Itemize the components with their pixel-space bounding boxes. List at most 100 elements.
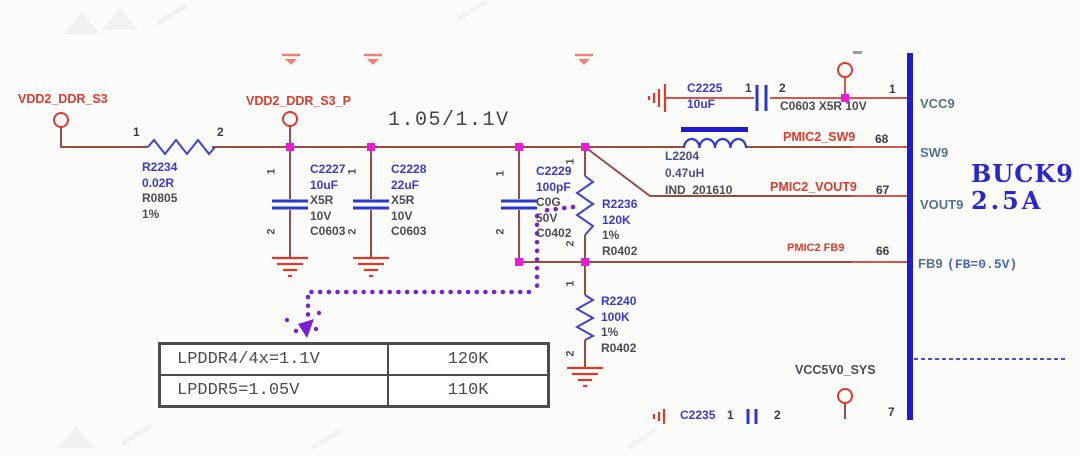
refdes: C2227: [310, 162, 346, 176]
ic-block-name: BUCK9: [971, 159, 1074, 188]
dielectric: X5R: [391, 193, 415, 207]
pin-number: 2: [564, 240, 577, 247]
resistor-symbol-r2236: [575, 175, 595, 236]
net-label-pmic2-fb9: PMIC2 FB9: [787, 242, 845, 254]
refdes: L2204: [665, 149, 700, 163]
pin-number: 1: [564, 158, 577, 165]
watermark: [58, 426, 94, 448]
package: R0402: [602, 243, 638, 258]
ic-pin-number-sw9: 68: [875, 132, 889, 146]
dielectric: X5R: [310, 193, 334, 207]
pin-number: 2: [494, 228, 507, 235]
pin-number: 2: [564, 350, 577, 357]
ground-icon: [272, 256, 308, 278]
component-label-c2227: C2227 10uF X5R 10V C0603: [310, 162, 345, 240]
tolerance: 1%: [602, 228, 620, 242]
package: C0603: [310, 224, 346, 238]
component-label-c2228: C2228 22uF X5R 10V C0603: [391, 162, 426, 240]
voltage: 10V: [310, 208, 332, 223]
ic-pin-number-7: 7: [888, 405, 895, 419]
package: C0603: [391, 224, 427, 238]
refdes: R2236: [602, 197, 638, 211]
dielectric: C0G: [536, 195, 561, 209]
tick-mark: [853, 51, 862, 54]
net-label-pmic2-sw9: PMIC2_SW9: [783, 130, 856, 144]
net-label-vcc5v0-sys: VCC5V0_SYS: [795, 363, 876, 377]
tolerance: 1%: [142, 206, 160, 221]
ic-pin-number-vout9: 67: [876, 183, 890, 197]
voltage: 50V: [536, 210, 558, 225]
pin-number: 1: [564, 280, 577, 287]
refdes-c2235: C2235: [680, 408, 716, 422]
net-label-pmic2-vout9: PMIC2_VOUT9: [770, 180, 857, 194]
resistor-symbol-r2234: [147, 138, 216, 156]
component-label-r2234: R2234 0.02R R0805 1%: [142, 160, 177, 222]
value: 100K: [601, 309, 630, 324]
component-label-r2240: R2240 100K 1% R0402: [601, 294, 636, 356]
ground-icon-sideways: [647, 84, 667, 112]
ic-pin-name-sw9: SW9: [920, 145, 949, 160]
package: R0805: [142, 191, 178, 205]
component-attrs-c2225: C0603 X5R 10V: [780, 99, 867, 113]
package: C0402: [536, 226, 572, 240]
pin-number: 1: [265, 168, 278, 175]
value: 10uF: [310, 177, 339, 192]
ic-pin-name-vout9: VOUT9: [920, 197, 964, 212]
capacitor-symbol-c2225: [755, 85, 768, 111]
value: 120K: [602, 212, 631, 227]
component-label-l2204: L2204 0.47uH IND_201610: [665, 148, 732, 199]
value: 0.02R: [142, 175, 175, 190]
capacitor-symbol-c2229: [501, 199, 537, 210]
pin-number: 2: [265, 228, 278, 235]
component-label-c2225: C2225 10uF: [687, 81, 722, 112]
ddr-option-table: LPDDR4/4x=1.1V 120K LPDDR5=1.05V 110K: [158, 342, 550, 408]
table-cell-value: 120K: [388, 344, 548, 375]
pin-number: 1: [133, 125, 140, 139]
resistor-symbol-r2240: [574, 294, 596, 341]
net-label-vdd2-ddr-s3-p: VDD2_DDR_S3_P: [246, 94, 351, 108]
capacitor-symbol-c2228: [353, 199, 389, 210]
refdes: R2234: [142, 160, 178, 174]
refdes: C2229: [536, 164, 572, 178]
watermark: [64, 12, 100, 34]
pin-number: 1: [494, 170, 507, 177]
ground-icon: [353, 256, 389, 278]
table-cell-mode: LPDDR4/4x=1.1V: [160, 344, 388, 375]
ic-pin-fb9-note: (FB=0.5V): [947, 257, 1018, 272]
annotation-dotted-arrow: [284, 204, 576, 338]
tolerance: 1%: [601, 325, 619, 339]
refdes: R2240: [601, 294, 637, 308]
value: 10uF: [687, 96, 716, 111]
package: IND_201610: [665, 183, 733, 197]
wire-net-hot: [666, 77, 907, 263]
table-cell-value: 110K: [388, 375, 548, 406]
pin-number: 2: [346, 228, 359, 235]
pin-number: 1: [727, 408, 734, 422]
capacitor-symbol-c2235: [746, 409, 758, 424]
package: R0402: [601, 340, 637, 355]
port-icon: [53, 62, 853, 404]
value: 22uF: [391, 177, 420, 192]
pin-number: 2: [779, 81, 786, 95]
capacitor-symbol-c2227: [272, 199, 308, 210]
ic-body-bar: [907, 53, 913, 420]
power-flag-icon: [282, 53, 593, 65]
ic-pin-name-vcc9: VCC9: [920, 96, 955, 111]
watermark: [102, 8, 138, 30]
inductor-symbol-l2204: [681, 127, 748, 149]
pin-number: 2: [774, 408, 781, 422]
voltage-note: 1.05/1.1V: [388, 109, 510, 132]
pin-number: 1: [346, 168, 359, 175]
pin-number: 1: [745, 81, 752, 95]
net-label-vdd2-ddr-s3: VDD2_DDR_S3: [18, 92, 108, 106]
value: 0.47uH: [665, 166, 705, 180]
ground-icon: [567, 366, 603, 388]
pin-number: 2: [217, 125, 224, 139]
refdes: C2228: [391, 162, 427, 176]
ic-pin-name-fb9: FB9: [918, 256, 943, 271]
component-label-r2236: R2236 120K 1% R0402: [602, 197, 637, 259]
voltage: 10V: [391, 208, 413, 223]
ic-pin-number-vcc9: 1: [889, 82, 896, 96]
